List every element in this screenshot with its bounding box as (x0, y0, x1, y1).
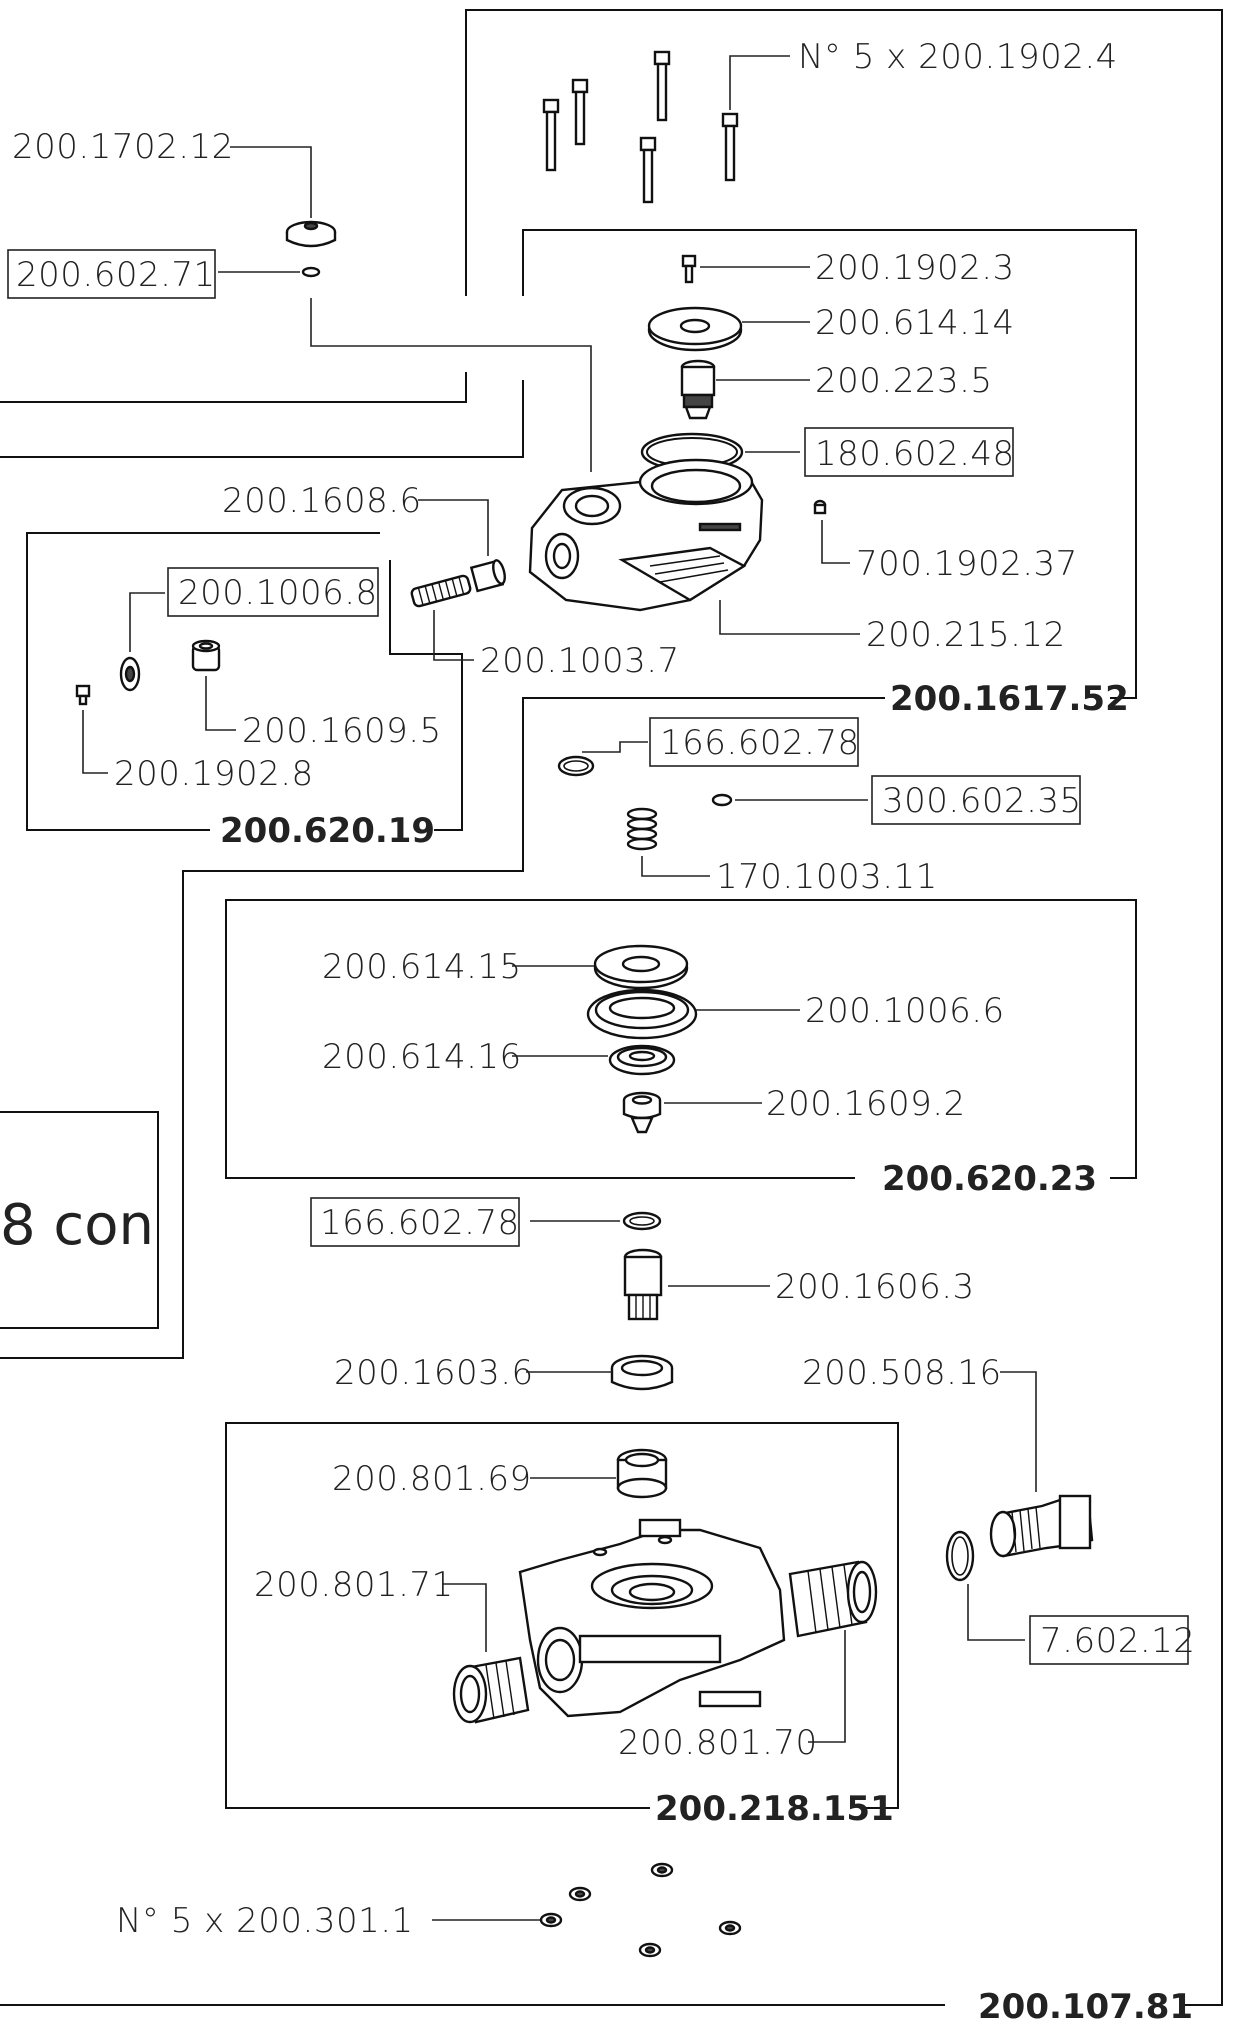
label-200-1603-6: 200.1603.6 (334, 1353, 534, 1393)
label-700-1902-37: 700.1902.37 (856, 544, 1078, 584)
plug-700-1902-37 (813, 499, 827, 515)
box-200-1006-8 (167, 567, 379, 617)
label-200-614-16: 200.614.16 (322, 1037, 522, 1077)
label-nuts-bottom: N° 5 x 200.301.1 (116, 1901, 414, 1941)
box-166-602-78-top (649, 717, 859, 767)
label-166-602-78-top: 166.602.78 (660, 723, 860, 763)
box-180-602-48 (804, 427, 1014, 477)
label-200-1617-52: 200.1617.52 (890, 679, 1129, 719)
spring-170-1003-11 (626, 807, 658, 851)
fitting-200-508-16 (989, 1494, 1094, 1558)
label-200-215-12: 200.215.12 (866, 615, 1066, 655)
bushing-200-1609-2 (622, 1091, 662, 1134)
label-200-1609-5: 200.1609.5 (242, 711, 442, 751)
label-200-218-151: 200.218.151 (655, 1789, 894, 1829)
diaphragm-200-1006-6 (586, 988, 698, 1040)
box-200-602-71 (7, 249, 216, 299)
box-166-602-78-bottom (310, 1197, 520, 1247)
nuts-200-301-1 (539, 1862, 742, 1958)
label-200-614-14: 200.614.14 (815, 303, 1015, 343)
screws-200-1902-4 (542, 50, 739, 204)
label-200-1902-8: 200.1902.8 (114, 754, 314, 794)
label-200-1609-2: 200.1609.2 (766, 1084, 966, 1124)
connector-200-801-71 (452, 1656, 530, 1724)
frame-lines (0, 9, 1223, 2006)
label-200-1902-3: 200.1902.3 (815, 248, 1015, 288)
label-200-801-69: 200.801.69 (332, 1459, 532, 1499)
cap-200-1702-12 (285, 220, 337, 248)
seal-200-1006-8 (119, 656, 141, 692)
bushing-200-1609-5 (191, 639, 221, 672)
label-200-1006-6: 200.1006.6 (805, 991, 1005, 1031)
pin-200-1608-6 (469, 559, 506, 593)
box-7-602-12 (1029, 1615, 1189, 1665)
seat-200-1603-6 (610, 1354, 674, 1391)
label-180-602-48: 180.602.48 (815, 434, 1015, 474)
label-200-107-81: 200.107.81 (978, 1987, 1193, 2027)
label-170-1003-11: 170.1003.11 (716, 857, 938, 897)
washer-200-614-14 (647, 306, 743, 352)
label-7-602-12: 7.602.12 (1040, 1621, 1195, 1661)
box-300-602-35 (871, 775, 1081, 825)
label-200-801-71: 200.801.71 (254, 1565, 454, 1605)
label-200-508-16: 200.508.16 (802, 1353, 1002, 1393)
plug-200-801-69 (616, 1448, 668, 1499)
label-166-602-78-bottom: 166.602.78 (320, 1203, 520, 1243)
label-200-1702-12: 200.1702.12 (12, 127, 234, 167)
label-200-223-5: 200.223.5 (815, 361, 993, 401)
valve-cage-200-1606-3 (623, 1248, 663, 1321)
screw-200-1902-3 (681, 254, 697, 284)
connector-200-801-70 (788, 1560, 878, 1638)
housing-200-215-12 (528, 458, 764, 612)
washer-200-614-16 (608, 1044, 676, 1076)
label-200-620-23: 200.620.23 (882, 1159, 1097, 1199)
side-note: 8 con (0, 1193, 154, 1258)
label-screws-top: N° 5 x 200.1902.4 (798, 37, 1118, 77)
label-200-1006-8: 200.1006.8 (178, 573, 378, 613)
oring-7-602-12 (945, 1530, 975, 1582)
washer-200-614-15 (593, 944, 689, 990)
label-200-1606-3: 200.1606.3 (775, 1267, 975, 1307)
label-200-614-15: 200.614.15 (322, 947, 522, 987)
label-200-801-70: 200.801.70 (618, 1723, 818, 1763)
screw-200-1902-8 (75, 684, 91, 706)
spring-200-1003-7 (410, 574, 472, 608)
valve-200-223-5 (680, 359, 716, 420)
label-200-1608-6: 200.1608.6 (222, 481, 422, 521)
label-300-602-35: 300.602.35 (882, 781, 1082, 821)
oring-166-602-78-top (557, 755, 595, 777)
pump-body (518, 1518, 786, 1718)
label-200-620-19: 200.620.19 (220, 811, 435, 851)
ring-200-602-71 (301, 266, 321, 278)
oring-166-602-78-bottom (622, 1211, 662, 1231)
ring-300-602-35 (711, 793, 733, 807)
label-200-1003-7: 200.1003.7 (480, 641, 680, 681)
label-200-602-71: 200.602.71 (16, 255, 216, 295)
